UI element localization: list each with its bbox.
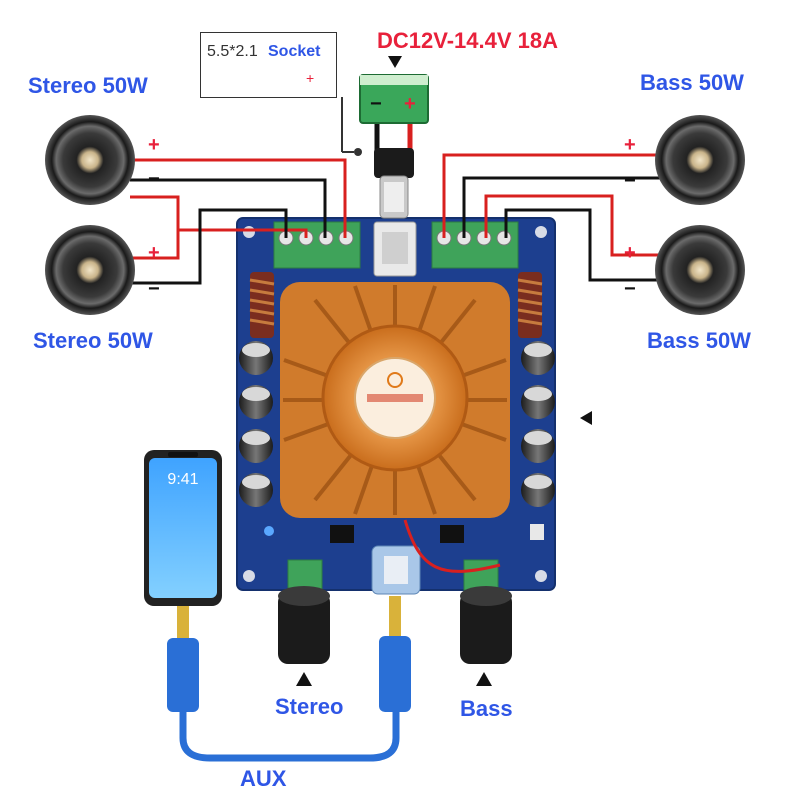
knob-stereo-label: Stereo [275, 694, 344, 719]
battery-icon: − + [359, 74, 429, 124]
polarity-plus: + [624, 134, 636, 156]
dc-plug-icon [374, 148, 414, 219]
polarity-minus: − [148, 278, 160, 300]
power-spec-label: DC12V-14.4V 18A [377, 28, 558, 53]
knob-icon [278, 559, 512, 664]
inductor-right [517, 272, 543, 338]
polarity-minus: − [624, 170, 636, 192]
phone-icon [144, 450, 222, 606]
polarity-minus: − [624, 278, 636, 300]
svg-text:−: − [370, 93, 382, 115]
capacitors-right [521, 341, 555, 507]
polarity-minus: − [148, 168, 160, 190]
stereo-top-label: Stereo 50W [28, 73, 148, 98]
polarity-plus: + [624, 242, 636, 264]
wires-right [442, 153, 660, 282]
bass-top-label: Bass 50W [640, 70, 744, 95]
aux-cable [179, 712, 400, 762]
aux-plug-icon [167, 596, 411, 712]
capacitors-left [239, 341, 273, 507]
socket-size-label: 5.5*2.1 [207, 43, 258, 60]
heatsink [280, 282, 510, 518]
wires-left [130, 158, 347, 285]
svg-text:+: + [404, 93, 416, 115]
power-wires [341, 97, 413, 152]
polarity-plus: + [148, 134, 160, 156]
socket-word-label: Socket [268, 43, 321, 60]
socket-spec-box: 5.5*2.1 Socket + [200, 32, 337, 98]
knob-bass-label: Bass [460, 696, 513, 721]
socket-plus-label: + [306, 70, 315, 86]
terminal-right [431, 221, 519, 269]
stereo-bottom-label: Stereo 50W [33, 328, 153, 353]
polarity-plus: + [148, 242, 160, 264]
bass-bottom-label: Bass 50W [647, 328, 751, 353]
speaker-icon [45, 115, 745, 315]
aux-label: AUX [240, 766, 287, 791]
inductor-left [249, 272, 275, 338]
phone-time: 9:41 [167, 471, 199, 488]
